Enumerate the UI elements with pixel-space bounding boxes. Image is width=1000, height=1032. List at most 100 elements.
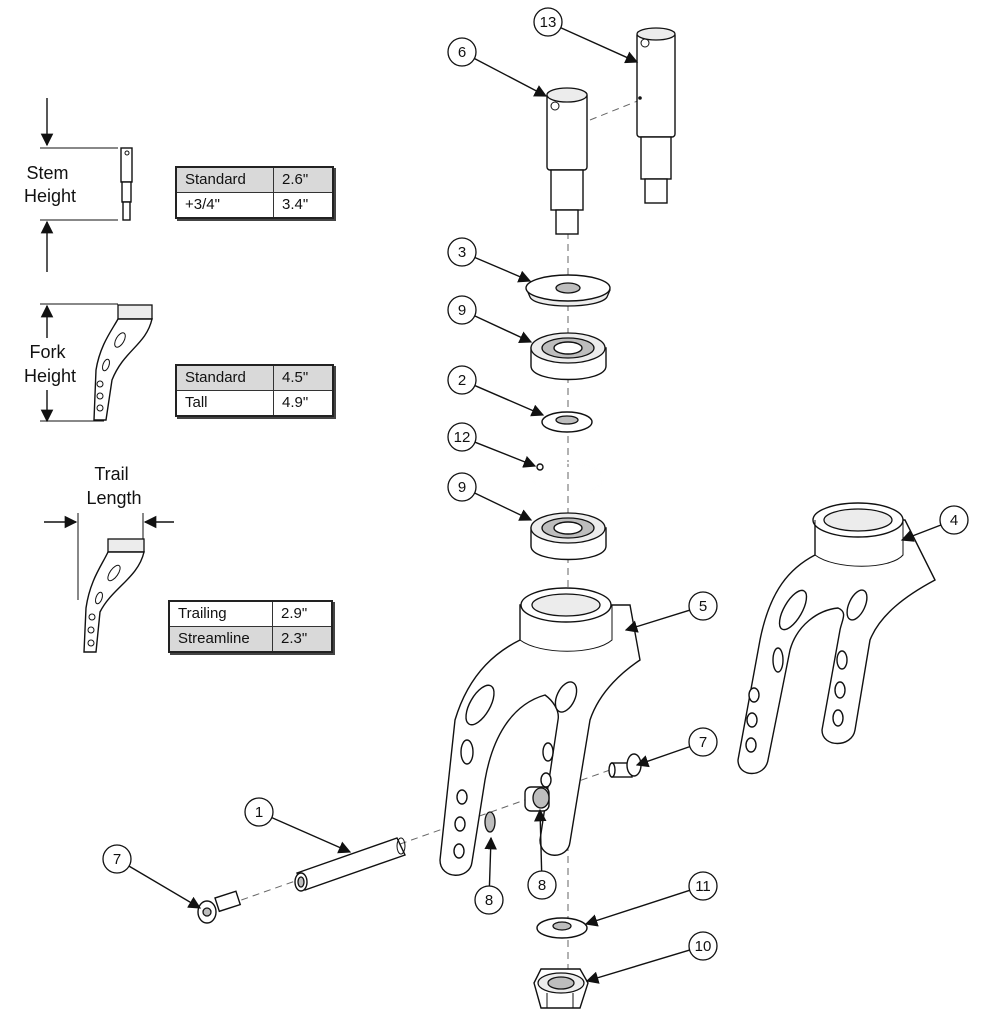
part-11-washer xyxy=(536,917,588,939)
callout-number: 13 xyxy=(540,14,557,31)
callout-number: 10 xyxy=(695,938,712,955)
callout-number: 6 xyxy=(458,44,466,61)
trail-length-label: Trail Length xyxy=(86,464,141,508)
callout-12: 12 xyxy=(447,422,537,468)
callout-9: 9 xyxy=(447,295,533,343)
part-2-washer xyxy=(541,411,593,433)
callout-circle xyxy=(688,591,718,621)
part-13-tall-stem xyxy=(636,27,676,204)
callout-number: 7 xyxy=(699,734,707,751)
leader-line xyxy=(635,745,691,768)
leader-line xyxy=(534,808,547,872)
trail-length-table: Trailing 2.9" Streamline 2.3" xyxy=(168,600,333,653)
table-row: Standard 4.5" xyxy=(175,364,334,391)
stem-height-label: Stem Height xyxy=(24,163,76,206)
leader-line xyxy=(474,57,548,97)
part-8-spacer xyxy=(524,786,550,812)
callout-number: 9 xyxy=(458,302,466,319)
fork-height-sketch: Fork Height xyxy=(24,303,153,423)
callout-1: 1 xyxy=(244,797,352,854)
leader-line xyxy=(584,889,690,927)
callout-11: 11 xyxy=(584,871,718,927)
callout-8: 8 xyxy=(474,836,504,915)
callout-number: 9 xyxy=(458,479,466,496)
callout-circle xyxy=(447,237,477,267)
callout-circle xyxy=(688,727,718,757)
callout-circle xyxy=(102,844,132,874)
callout-number: 8 xyxy=(485,892,493,909)
fork-height-table: Standard 4.5" Tall 4.9" xyxy=(175,364,334,417)
table-row: Standard 2.6" xyxy=(175,166,334,193)
leader-line xyxy=(271,816,352,854)
callout-number: 2 xyxy=(458,372,466,389)
callout-circle xyxy=(447,472,477,502)
table-row: Trailing 2.9" xyxy=(168,600,333,627)
callout-circle xyxy=(447,37,477,67)
callout-circle xyxy=(447,365,477,395)
callout-circle xyxy=(533,7,563,37)
leader-line xyxy=(128,865,202,909)
part-5-fork xyxy=(439,587,641,876)
table-row: +3/4" 3.4" xyxy=(175,192,334,219)
fork-height-label: Fork Height xyxy=(24,342,76,386)
fork-trail-icon xyxy=(83,538,145,653)
callout-circle xyxy=(244,797,274,827)
fork-icon xyxy=(93,304,153,421)
callout-number: 7 xyxy=(113,851,121,868)
callout-13: 13 xyxy=(533,7,639,64)
trail-length-sketch: Trail Length xyxy=(44,464,174,653)
leader-line xyxy=(624,609,690,633)
callout-number: 3 xyxy=(458,244,466,261)
leader-line xyxy=(474,315,533,343)
callout-8: 8 xyxy=(527,808,557,900)
callout-number: 1 xyxy=(255,804,263,821)
leader-line xyxy=(900,524,942,542)
callout-3: 3 xyxy=(447,237,532,283)
part-12-snap-ring xyxy=(531,461,604,494)
callout-circle xyxy=(447,422,477,452)
part-9-bearing-top xyxy=(530,332,607,381)
leader-line xyxy=(474,256,532,283)
callout-9: 9 xyxy=(447,472,533,521)
table-row: Tall 4.9" xyxy=(175,390,334,417)
leader-line xyxy=(474,492,533,521)
callouts: 13 6 3 9 2 12 9 4 5 7 1 7 8 8 11 10 xyxy=(102,7,969,984)
leader-line xyxy=(474,384,545,417)
part-3-dust-cap xyxy=(525,274,611,307)
callout-circle xyxy=(688,931,718,961)
callout-circle xyxy=(474,885,504,915)
leader-line xyxy=(560,27,639,64)
callout-4: 4 xyxy=(900,505,969,542)
leader-line xyxy=(474,441,537,468)
part-1-axle xyxy=(294,837,406,892)
callout-7: 7 xyxy=(102,844,202,909)
part-7-bolt-left xyxy=(197,890,242,924)
callout-2: 2 xyxy=(447,365,545,417)
callout-5: 5 xyxy=(624,591,718,633)
part-7-bolt-right xyxy=(608,753,642,778)
leader-line xyxy=(585,949,690,984)
callout-number: 11 xyxy=(695,878,711,895)
callout-7: 7 xyxy=(635,727,718,768)
callout-circle xyxy=(688,871,718,901)
part-10-lock-nut xyxy=(533,968,589,1009)
table-row: Streamline 2.3" xyxy=(168,626,333,653)
leader-line xyxy=(484,836,497,887)
callout-6: 6 xyxy=(447,37,548,97)
stem-height-sketch: Stem Height xyxy=(24,98,133,272)
callout-number: 12 xyxy=(454,429,471,446)
part-6-stem xyxy=(546,87,588,235)
callout-number: 8 xyxy=(538,877,546,894)
callout-circle xyxy=(527,870,557,900)
callout-circle xyxy=(447,295,477,325)
callout-number: 4 xyxy=(950,512,958,529)
callout-circle xyxy=(939,505,969,535)
part-4-tall-fork xyxy=(737,502,936,775)
callout-10: 10 xyxy=(585,931,718,984)
part-9-bearing-bottom xyxy=(530,512,607,561)
stem-height-table: Standard 2.6" +3/4" 3.4" xyxy=(175,166,334,219)
stem-icon xyxy=(120,147,133,221)
callout-number: 5 xyxy=(699,598,707,615)
